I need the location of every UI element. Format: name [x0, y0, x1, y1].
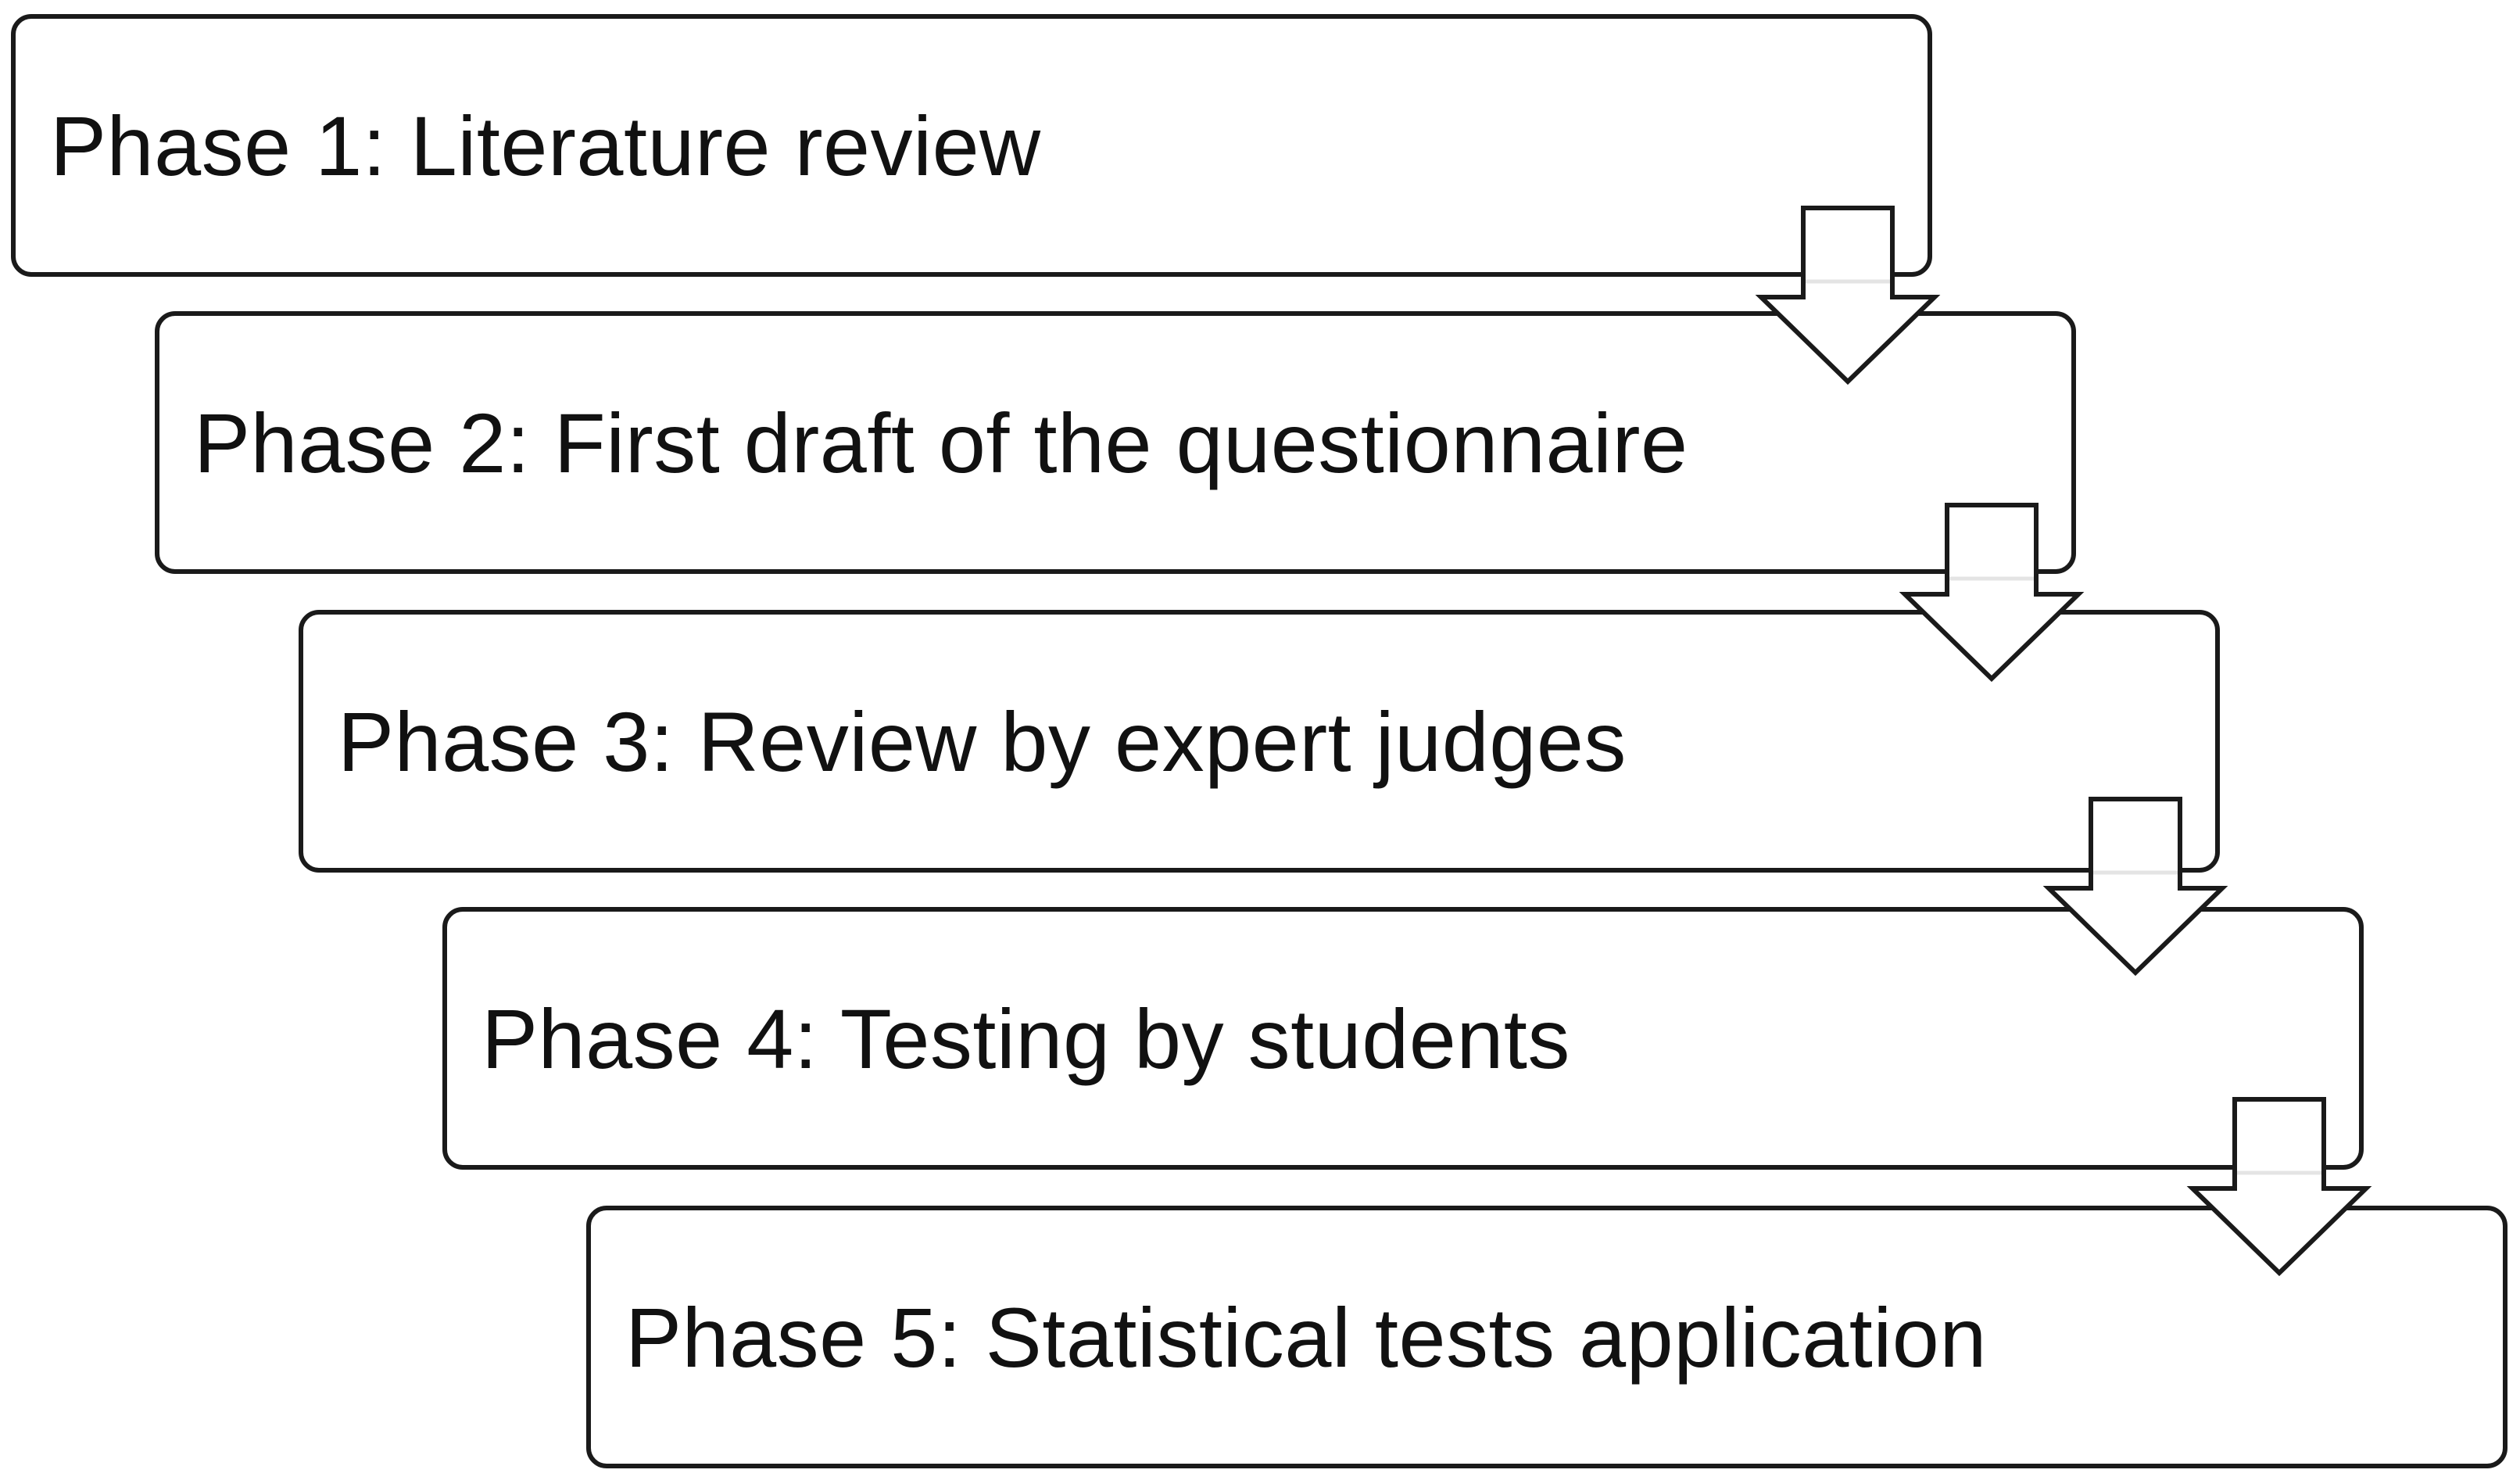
phase-2-box: Phase 2: First draft of the questionnair… [155, 311, 2076, 574]
down-arrow-icon [1755, 206, 1941, 385]
phase-2-label: Phase 2: First draft of the questionnair… [194, 395, 1688, 490]
phase-4-box: Phase 4: Testing by students [442, 907, 2364, 1170]
down-arrow-icon [1899, 503, 2085, 683]
phase-5-box: Phase 5: Statistical tests application [586, 1206, 2507, 1468]
down-arrow-icon [2186, 1097, 2372, 1277]
phase-3-box: Phase 3: Review by expert judges [299, 610, 2220, 873]
phase-4-label: Phase 4: Testing by students [481, 991, 1570, 1086]
phase-3-label: Phase 3: Review by expert judges [338, 694, 1627, 789]
phase-1-label: Phase 1: Literature review [50, 98, 1041, 193]
phase-5-label: Phase 5: Statistical tests application [625, 1289, 1987, 1385]
down-arrow-icon [2042, 797, 2228, 977]
phase-1-box: Phase 1: Literature review [11, 14, 1932, 277]
